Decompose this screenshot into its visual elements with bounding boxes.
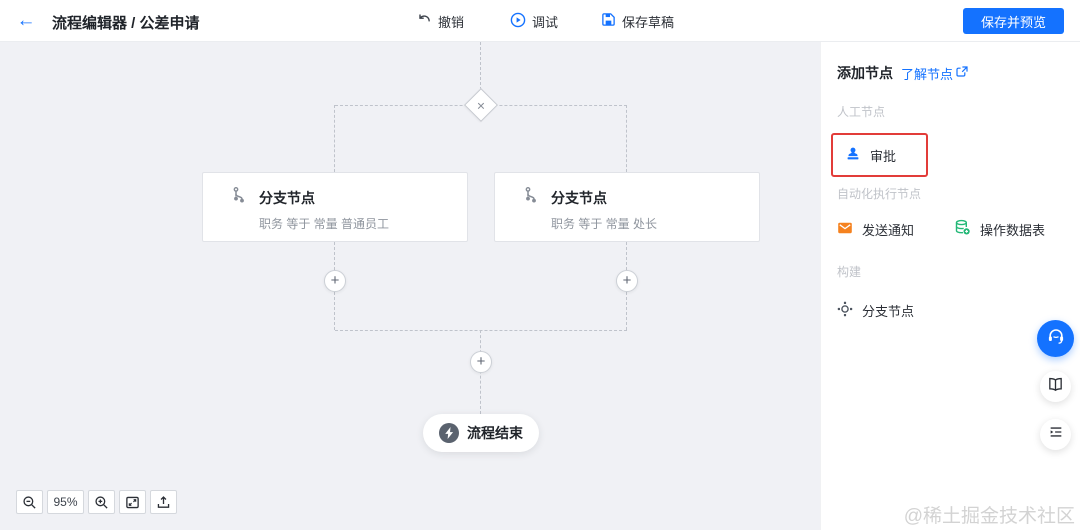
operate-data-table-label: 操作数据表 (980, 222, 1046, 238)
learn-nodes-link[interactable]: 了解节点 (901, 64, 968, 83)
mail-icon (837, 220, 853, 239)
node-palette-sidebar: 添加节点 了解节点 人工节点 审批 自动化执行节点 发送通知 操作数据表 构建 (820, 42, 1080, 530)
branch-node-card-employee[interactable]: 分支节点 职务 等于 常量 普通员工 (202, 172, 468, 242)
back-icon[interactable]: ← (16, 10, 36, 31)
book-icon (1047, 376, 1064, 398)
add-node-button-left[interactable]: + (324, 270, 346, 292)
debug-label: 调试 (532, 14, 559, 30)
floppy-disk-icon (601, 12, 616, 30)
palette-item-branch-node[interactable]: 分支节点 (837, 295, 914, 325)
section-label-manual-nodes: 人工节点 (837, 105, 886, 119)
save-draft-button[interactable]: 保存草稿 (601, 10, 674, 32)
list-icon (1048, 424, 1064, 445)
connector-join-horizontal (335, 330, 627, 331)
save-draft-label: 保存草稿 (622, 14, 675, 30)
branch-node-title: 分支节点 (259, 189, 315, 206)
section-label-build: 构建 (837, 265, 862, 279)
hub-icon (837, 301, 853, 320)
add-node-button-right[interactable]: + (616, 270, 638, 292)
undo-icon (417, 12, 432, 30)
external-link-icon (956, 65, 968, 81)
guide-fab[interactable] (1040, 419, 1071, 450)
bolt-circle-icon (439, 423, 459, 443)
add-node-button-center[interactable]: + (470, 351, 492, 373)
send-notification-label: 发送通知 (862, 222, 915, 238)
learn-nodes-label: 了解节点 (901, 66, 954, 82)
play-circle-icon (510, 12, 526, 31)
connector-top-vertical (480, 42, 481, 90)
connector-left-upper (334, 105, 335, 172)
save-and-preview-button[interactable]: 保存并预览 (963, 8, 1064, 34)
palette-item-operate-data-table[interactable]: 操作数据表 (954, 214, 1045, 244)
process-end-label: 流程结束 (467, 425, 523, 441)
export-button[interactable] (150, 490, 177, 514)
process-end-node[interactable]: 流程结束 (423, 414, 539, 452)
undo-button[interactable]: 撤销 (417, 10, 464, 32)
exclusive-gateway-node[interactable]: × (464, 88, 498, 122)
connector-right-upper (626, 105, 627, 172)
top-bar: ← 流程编辑器 / 公差申请 撤销 调试 保存草稿 保存并预览 (0, 0, 1080, 42)
page-title: 流程编辑器 / 公差申请 (52, 15, 200, 32)
branch-node-palette-label: 分支节点 (862, 303, 915, 319)
palette-item-approval[interactable]: 审批 (831, 133, 928, 177)
zoom-level-value[interactable]: 95% (47, 490, 84, 514)
palette-item-send-notification[interactable]: 发送通知 (837, 214, 914, 244)
zoom-in-button[interactable] (88, 490, 115, 514)
headset-icon (1046, 326, 1066, 351)
approval-label: 审批 (870, 148, 897, 164)
debug-button[interactable]: 调试 (510, 10, 558, 32)
database-icon (954, 219, 971, 239)
zoom-out-button[interactable] (16, 490, 43, 514)
branch-node-condition: 职务 等于 常量 普通员工 (259, 217, 390, 231)
sidebar-title: 添加节点 (837, 65, 893, 81)
section-label-automated-nodes: 自动化执行节点 (837, 187, 922, 201)
zoom-controls: 95% (16, 490, 177, 514)
flow-canvas[interactable]: × 分支节点 职务 等于 常量 普通员工 分支节点 职务 等于 常量 处长 + … (0, 42, 820, 530)
gateway-x-symbol: × (476, 97, 486, 114)
fit-to-screen-button[interactable] (119, 490, 146, 514)
branch-node-title: 分支节点 (551, 189, 607, 206)
docs-fab[interactable] (1040, 371, 1071, 402)
branch-node-condition: 职务 等于 常量 处长 (551, 217, 658, 231)
branch-node-card-chief[interactable]: 分支节点 职务 等于 常量 处长 (494, 172, 760, 242)
branch-icon (231, 186, 249, 209)
watermark: @稀土掘金技术社区 (903, 506, 1075, 527)
undo-label: 撤销 (438, 14, 465, 30)
stamp-icon (845, 146, 861, 165)
customer-service-fab[interactable] (1037, 320, 1074, 357)
branch-icon (523, 186, 541, 209)
